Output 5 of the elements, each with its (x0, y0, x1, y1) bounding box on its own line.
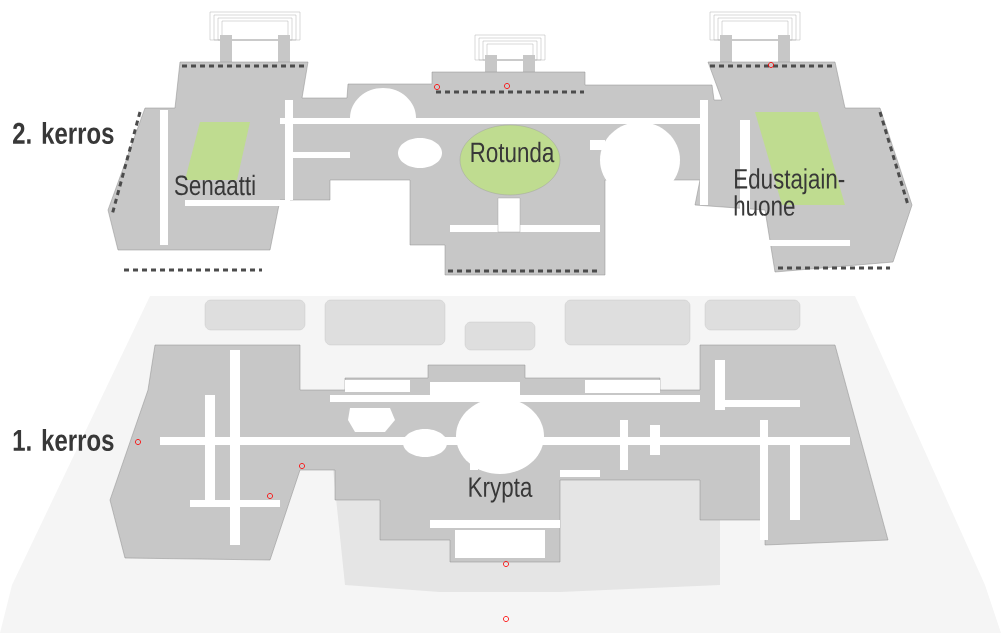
room-label: Senaatti (174, 174, 255, 196)
floor-label: 1. kerros (13, 429, 114, 452)
floor-label: 2. kerros (13, 122, 114, 145)
room-label: Krypta (469, 477, 533, 503)
room-label: Rotunda (471, 141, 555, 163)
